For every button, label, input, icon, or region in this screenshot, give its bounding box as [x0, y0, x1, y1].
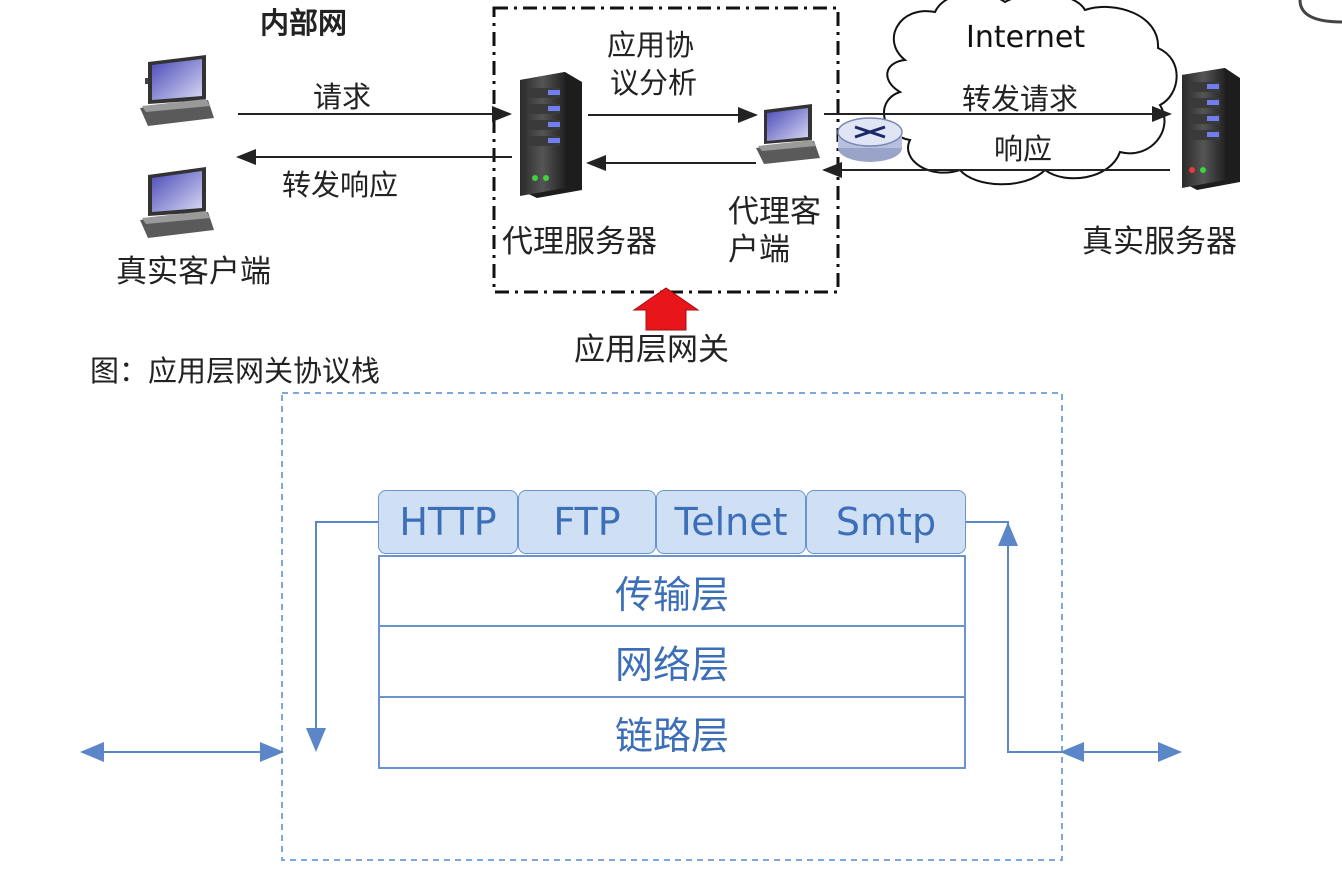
layer-transport: 传输层 — [378, 555, 966, 627]
response-label: 响应 — [994, 132, 1053, 166]
corner-circle-icon — [1298, 0, 1342, 24]
internet-label: Internet — [966, 20, 1086, 55]
proxy-client-computer-icon — [756, 104, 820, 164]
client-computer-icon-2 — [140, 167, 214, 238]
layer-link: 链路层 — [378, 696, 966, 769]
stack-dashed-boundary — [281, 392, 1063, 861]
right-stack-path — [966, 521, 1062, 753]
real-server-icon — [1182, 68, 1240, 190]
request-label: 请求 — [313, 80, 372, 114]
client-computer-icon-1 — [140, 55, 214, 126]
proxy-client-label-line1: 代理客 — [728, 194, 821, 230]
router-icon — [837, 117, 903, 162]
figure-caption: 图：应用层网关协议栈 — [90, 354, 381, 388]
protocol-cell-http: HTTP — [378, 490, 518, 554]
gateway-pointer-arrow — [632, 287, 700, 331]
forward-request-label: 转发请求 — [962, 82, 1079, 116]
protocol-cell-telnet: Telnet — [656, 490, 806, 554]
real-server-label: 真实服务器 — [1082, 224, 1237, 260]
app-protocol-analysis-line1: 应用协 — [607, 28, 695, 62]
proxy-client-label-line2: 户端 — [728, 232, 790, 268]
proxy-server-label: 代理服务器 — [502, 224, 657, 260]
protocol-cell-ftp: FTP — [518, 490, 656, 554]
forward-response-label: 转发响应 — [282, 168, 399, 202]
protocol-cell-smtp: Smtp — [806, 490, 966, 554]
app-protocol-analysis-line2: 议分析 — [610, 66, 698, 100]
left-stack-path — [306, 521, 378, 752]
real-client-label: 真实客户端 — [116, 254, 271, 290]
internal-network-label: 内部网 — [260, 6, 348, 40]
proxy-server-icon — [520, 72, 582, 198]
layer-network: 网络层 — [378, 625, 966, 698]
gateway-boundary — [492, 6, 840, 294]
internet-cloud-icon — [883, 0, 1178, 186]
app-gateway-label: 应用层网关 — [574, 332, 729, 368]
